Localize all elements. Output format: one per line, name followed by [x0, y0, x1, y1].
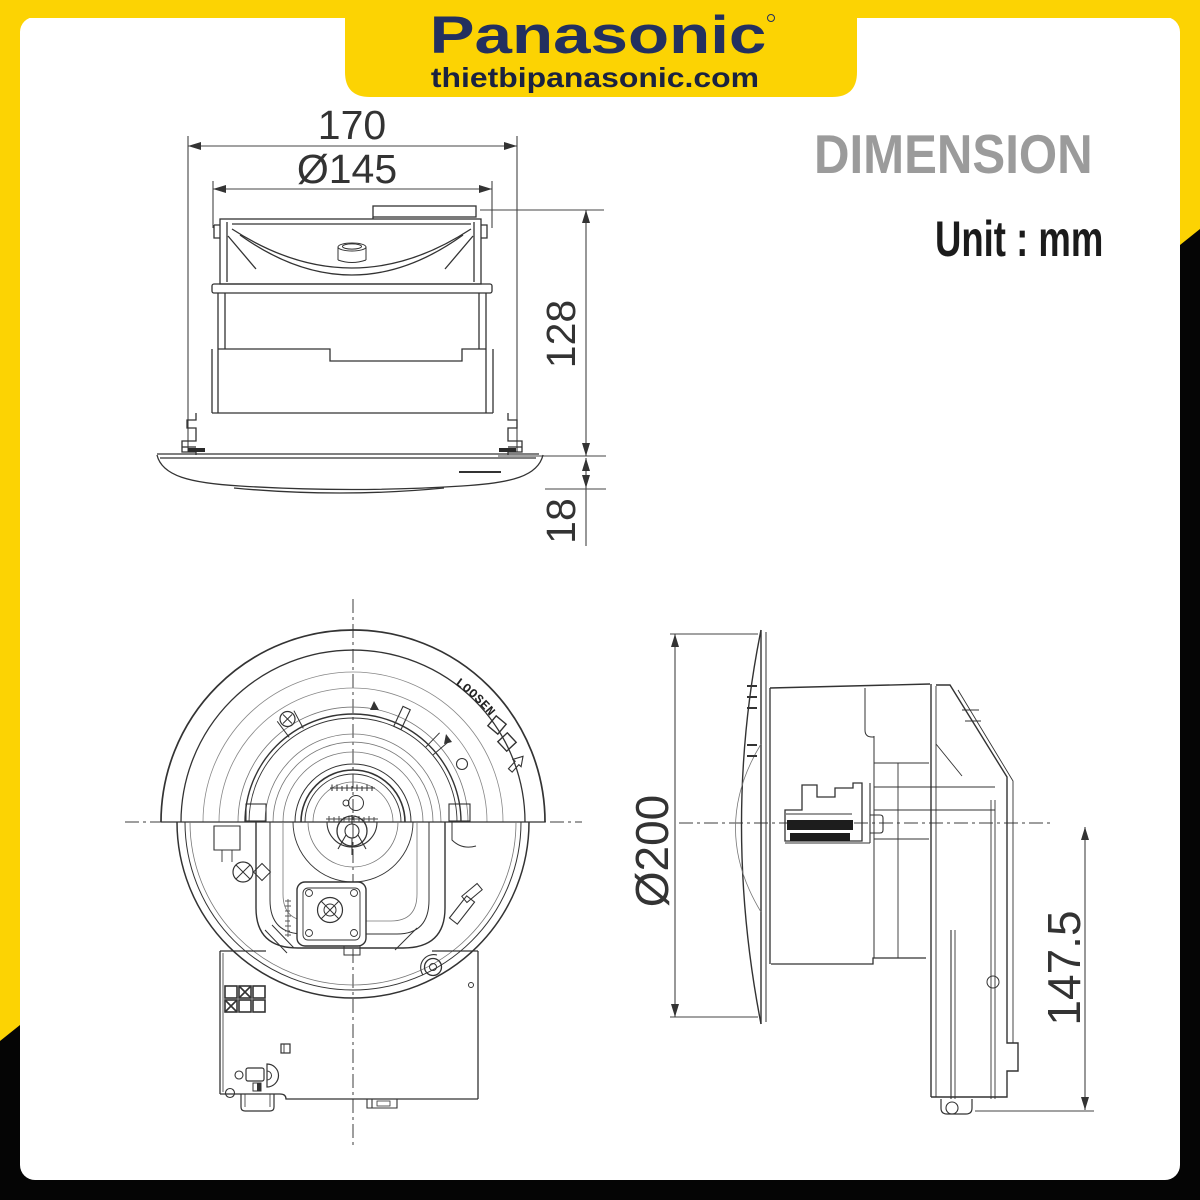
svg-text:Ø145: Ø145	[297, 146, 397, 192]
svg-text:18: 18	[538, 498, 584, 544]
svg-text:170: 170	[318, 102, 386, 148]
svg-text:LOOSEN: LOOSEN	[453, 676, 498, 719]
svg-text:147.5: 147.5	[1038, 910, 1090, 1025]
svg-text:128: 128	[538, 300, 584, 368]
svg-text:Ø200: Ø200	[626, 795, 678, 908]
